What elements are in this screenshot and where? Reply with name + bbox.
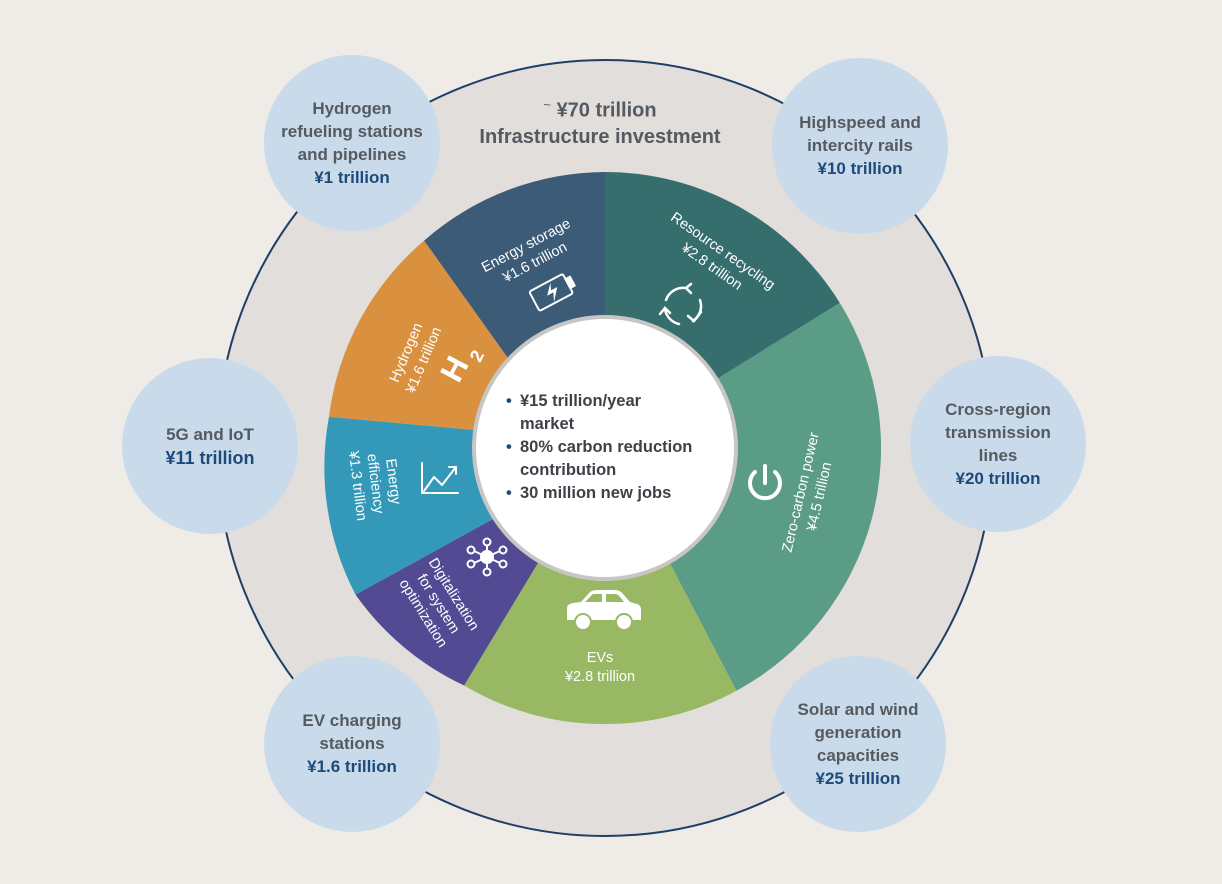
bubble-label: Hydrogen (312, 98, 392, 118)
car-icon (567, 590, 641, 631)
page-heading: ~ ¥70 trillion Infrastructure investment (440, 92, 760, 150)
bubble-value: ¥25 trillion (815, 768, 901, 788)
bubble-hydrogen-refueling: Hydrogen refueling stations and pipeline… (264, 55, 440, 231)
bubble-label: EV charging (302, 711, 402, 730)
bubble-label: Highspeed and (799, 113, 921, 132)
bubble-ev-charging: EV charging stations ¥1.6 trillion (264, 656, 440, 832)
bubble-value: ¥11 trillion (165, 447, 255, 468)
bubble-solar-wind: Solar and wind generation capacities ¥25… (770, 656, 946, 832)
bubble-label: Solar and wind (797, 699, 919, 719)
heading-tilde: ~ (543, 97, 551, 112)
highlight-item: 80% carbon reduction contribution (506, 436, 720, 482)
heading-amount-line: ~ ¥70 trillion (440, 92, 760, 124)
bubble-value: ¥1.6 trillion (307, 757, 397, 776)
recycle-arrows-icon (658, 282, 703, 326)
segment-evs (464, 527, 737, 725)
segment-energy-efficiency (324, 416, 519, 595)
bubble-5g-iot: 5G and IoT ¥11 trillion (122, 358, 298, 534)
heading-subtitle: Infrastructure investment (479, 125, 721, 148)
segment-label-evs: EVs (587, 650, 614, 666)
segment-energy-storage (424, 172, 605, 374)
bubble-label: lines (978, 445, 1018, 465)
bubble-label: transmission (945, 422, 1051, 442)
bubble-label: 5G and IoT (166, 424, 254, 444)
segment-value-evs: ¥2.8 trillion (564, 669, 635, 685)
highlight-item: ¥15 trillion/year market (506, 390, 680, 436)
segment-label-energy-efficiency-1: Energy (382, 458, 404, 506)
bubble-label: refueling stations (281, 121, 423, 141)
bubble-highspeed-rails: Highspeed and intercity rails ¥10 trilli… (772, 58, 948, 234)
bubble-value: ¥1 trillion (314, 167, 390, 187)
network-nodes-icon (466, 537, 508, 577)
bubble-cross-region-transmission: Cross-region transmission lines ¥20 tril… (910, 356, 1086, 532)
bubble-value: ¥10 trillion (817, 159, 903, 178)
highlight-item: 30 million new jobs (506, 482, 720, 505)
battery-icon (528, 273, 577, 312)
bubble-label: capacities (816, 745, 900, 765)
bubble-label: generation (814, 722, 902, 742)
bubble-label: Cross-region (945, 399, 1051, 419)
segment-label-energy-efficiency-2: efficiency (363, 453, 386, 515)
center-highlights: ¥15 trillion/year market 80% carbon redu… (506, 390, 720, 505)
segment-hydrogen (329, 240, 519, 434)
bubble-label: stations (319, 734, 385, 753)
bubble-value: ¥20 trillion (955, 468, 1041, 488)
growth-chart-icon (421, 462, 459, 494)
bubble-label: and pipelines (297, 144, 407, 164)
segment-digitalization (355, 505, 560, 686)
bubble-label: intercity rails (807, 136, 913, 155)
heading-amount: ¥70 trillion (556, 99, 657, 122)
power-icon (748, 464, 782, 501)
